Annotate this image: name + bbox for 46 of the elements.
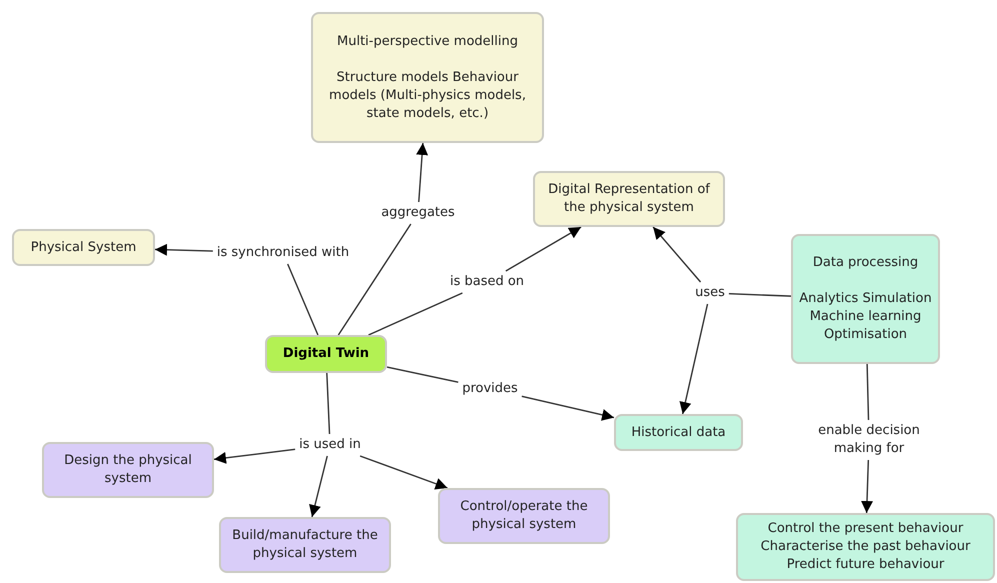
- connector-line: [368, 292, 463, 336]
- concept-box: [311, 12, 544, 143]
- concept-label: Control/operate the physical system: [459, 498, 589, 534]
- concept-box: [265, 335, 387, 373]
- concept-box: [219, 517, 391, 573]
- linking-phrase: provides: [460, 380, 520, 398]
- connector-line: [326, 372, 330, 434]
- arrow: [505, 226, 582, 272]
- connector-line: [386, 366, 458, 383]
- concept-label: Control the present behaviour Characterise the past behaviour Predict future behaviour: [760, 520, 972, 574]
- arrow: [416, 142, 428, 202]
- connector-line: [728, 293, 792, 297]
- arrow: [861, 460, 873, 514]
- arrow: [309, 456, 328, 518]
- concept-box: [42, 442, 214, 498]
- arrow: [360, 455, 448, 490]
- connector-line: [866, 364, 870, 420]
- concept-box: [12, 229, 155, 266]
- linking-phrase: is based on: [448, 273, 526, 291]
- concept-detail: Structure models Behaviour models (Multi-physics models, state models, etc.): [328, 68, 527, 122]
- concept-label: Digital Representation of the physical system: [547, 181, 712, 217]
- linking-phrase: uses: [693, 284, 727, 302]
- linking-phrase: enable decision making for: [802, 422, 936, 458]
- linking-phrase: is used in: [297, 436, 363, 454]
- arrow: [652, 226, 702, 282]
- connector-line: [287, 264, 319, 336]
- concept-box: [438, 488, 610, 544]
- concept-label: Build/manufacture the physical system: [231, 527, 379, 563]
- concept-label: Digital Twin: [282, 345, 370, 363]
- concept-detail: Analytics Simulation Machine learning Optimisation: [799, 290, 932, 344]
- linking-phrase: is synchronised with: [214, 244, 352, 262]
- connector-line: [338, 224, 412, 336]
- concept-label: Design the physical system: [63, 452, 193, 488]
- linking-phrase: aggregates: [379, 204, 457, 222]
- concept-box: [791, 234, 940, 364]
- concept-box: [614, 414, 743, 451]
- arrow: [154, 244, 213, 256]
- concept-box: [736, 513, 995, 581]
- concept-box: [533, 171, 725, 227]
- arrow: [214, 448, 296, 464]
- concept-label: Historical data: [631, 424, 726, 442]
- concept-label: Physical System: [30, 238, 136, 256]
- arrow: [522, 396, 614, 421]
- arrow: [679, 304, 708, 414]
- concept-label: Multi-perspective modelling: [337, 32, 518, 50]
- concept-label: Data processing: [812, 254, 918, 272]
